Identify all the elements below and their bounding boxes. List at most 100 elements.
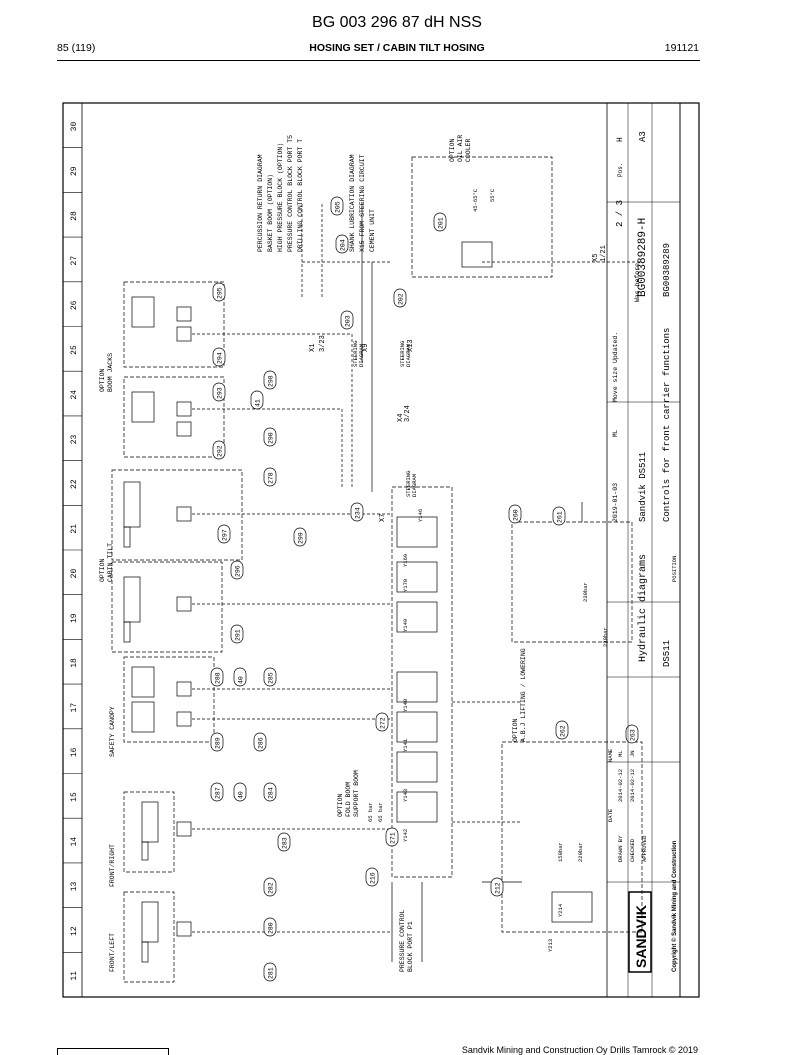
- callout-label: 296: [235, 565, 242, 577]
- callout-bubble: [330, 196, 344, 216]
- callout-label: 201: [438, 217, 445, 229]
- steering-label: STEERINGDIAGRAM: [405, 471, 418, 497]
- column-number: 21: [70, 524, 79, 534]
- column-number: 22: [70, 479, 79, 489]
- steering-label: STEERINGDIAGRAM: [399, 341, 412, 367]
- pipe-lines: [192, 202, 642, 933]
- cabin-tilt-box-1: [111, 561, 223, 653]
- callout-label: 272: [380, 717, 387, 729]
- callout-label: 288: [215, 672, 222, 684]
- column-number: 24: [70, 390, 79, 400]
- callout-label: 298: [268, 375, 275, 387]
- column-number: 12: [70, 926, 79, 936]
- callout-bubble: [233, 782, 247, 802]
- steering-label: STEERINGDIAGRAM: [352, 341, 365, 367]
- reference-label: PERCUSSION RETURN DIAGRAM: [257, 154, 264, 252]
- connector-label: X13: [407, 339, 415, 352]
- callout-bubble: [263, 667, 277, 687]
- reference-label: HIGH PRESSURE BLOCK (OPTION): [277, 143, 284, 252]
- group-cabin-tilt: OPTIONCABIN TILT: [99, 543, 114, 582]
- oil-cooler-box: [411, 156, 553, 278]
- valve-blocks: [176, 241, 593, 937]
- column-number: 15: [70, 792, 79, 802]
- valve-id: Y140: [402, 699, 409, 712]
- callout-bubble: [212, 347, 226, 367]
- page-number: 85 (119): [57, 42, 96, 54]
- drawn-date: 2014-02-12: [617, 769, 624, 802]
- connector-label: X4: [397, 414, 405, 422]
- pressure-label: 230bar: [582, 582, 589, 602]
- callout-bubble: [277, 832, 291, 852]
- callout-label: 263: [630, 729, 637, 741]
- control-block-box: [391, 486, 453, 878]
- checked-by: CHECKED: [629, 838, 636, 862]
- pressure-label: 150bar: [557, 842, 564, 862]
- callout-label: 295: [217, 287, 224, 299]
- callout-bubble: [555, 720, 569, 740]
- callout-label: 260: [513, 509, 520, 521]
- pressure-block-box: [501, 741, 643, 933]
- callout-label: 287: [215, 787, 222, 799]
- section-title: HOSING SET / CABIN TILT HOSING: [309, 42, 485, 54]
- group-safety-canopy: SAFETY CANOPY: [109, 706, 116, 757]
- callout-label: 282: [268, 882, 275, 894]
- callout-bubble: [263, 782, 277, 802]
- column-number: 17: [70, 703, 79, 713]
- callout-label: 286: [258, 737, 265, 749]
- callout-label: 203: [345, 315, 352, 327]
- callout-bubble: [212, 440, 226, 460]
- callout-label: 297: [222, 529, 229, 541]
- valve-id: Y142: [402, 829, 409, 842]
- callout-bubble: [253, 732, 267, 752]
- callout-bubble: [365, 867, 379, 887]
- valve-id: Y149: [402, 619, 409, 632]
- valve-id: Y213: [547, 939, 554, 952]
- callout-bubble: [210, 667, 224, 687]
- valve-id: Y214: [557, 903, 564, 917]
- drawing-model: DS511: [662, 640, 672, 667]
- valve-id: Y143: [402, 789, 409, 802]
- callout-bubble: [625, 724, 639, 744]
- pressure-label: 55°C: [489, 188, 496, 202]
- reference-label: X15 FROM STEERING CIRCUIT: [359, 154, 366, 252]
- callout-label: 284: [268, 787, 275, 799]
- callout-bubble: [212, 282, 226, 302]
- reference-label: BASKET BOOM (OPTION): [267, 174, 274, 252]
- id-code: BG00389289: [662, 243, 672, 297]
- callout-bubble: [490, 877, 504, 897]
- solid-lines: [361, 202, 583, 962]
- drawing-subtitle-2: Controls for front carrier functions: [662, 328, 672, 522]
- callout-label: 262: [560, 725, 567, 737]
- pressure-label: 65 bar: [377, 802, 384, 822]
- callout-label: 291: [235, 629, 242, 641]
- boom-jacks-box-2: [123, 281, 225, 368]
- callout-label: 40: [238, 791, 245, 799]
- safety-canopy-box-1: [123, 656, 215, 743]
- title-block: SANDVIK Copyright © Sandvik Mining and C…: [606, 102, 681, 998]
- pressure-label: 45-65°C: [472, 188, 479, 212]
- callout-label: 293: [217, 387, 224, 399]
- column-number: 20: [70, 569, 79, 579]
- callout-label: 204: [340, 239, 347, 251]
- callout-bubble: [263, 427, 277, 447]
- callout-bubble: [335, 234, 349, 254]
- column-number: 26: [70, 300, 79, 310]
- callout-bubble: [433, 212, 447, 232]
- connector-label: 3/24: [404, 405, 412, 422]
- was-before: Was before: [634, 263, 641, 302]
- boom-jacks-box-1: [123, 376, 225, 458]
- callout-label: 290: [268, 432, 275, 444]
- connector-label: X5: [592, 254, 600, 262]
- group-fold-boom: OPTIONFOLD BOOMSUPPORT BOOM: [337, 770, 360, 817]
- callout-bubble: [263, 877, 277, 897]
- callout-label: 285: [268, 672, 275, 684]
- connector-label: X7: [379, 514, 387, 522]
- group-front-right: FRONT/RIGHT: [109, 844, 116, 887]
- drawn-initials: ML: [617, 750, 624, 757]
- valve-id: Y170: [402, 579, 409, 592]
- column-number: 19: [70, 613, 79, 623]
- callout-label: 289: [215, 737, 222, 749]
- callout-bubble: [508, 504, 522, 524]
